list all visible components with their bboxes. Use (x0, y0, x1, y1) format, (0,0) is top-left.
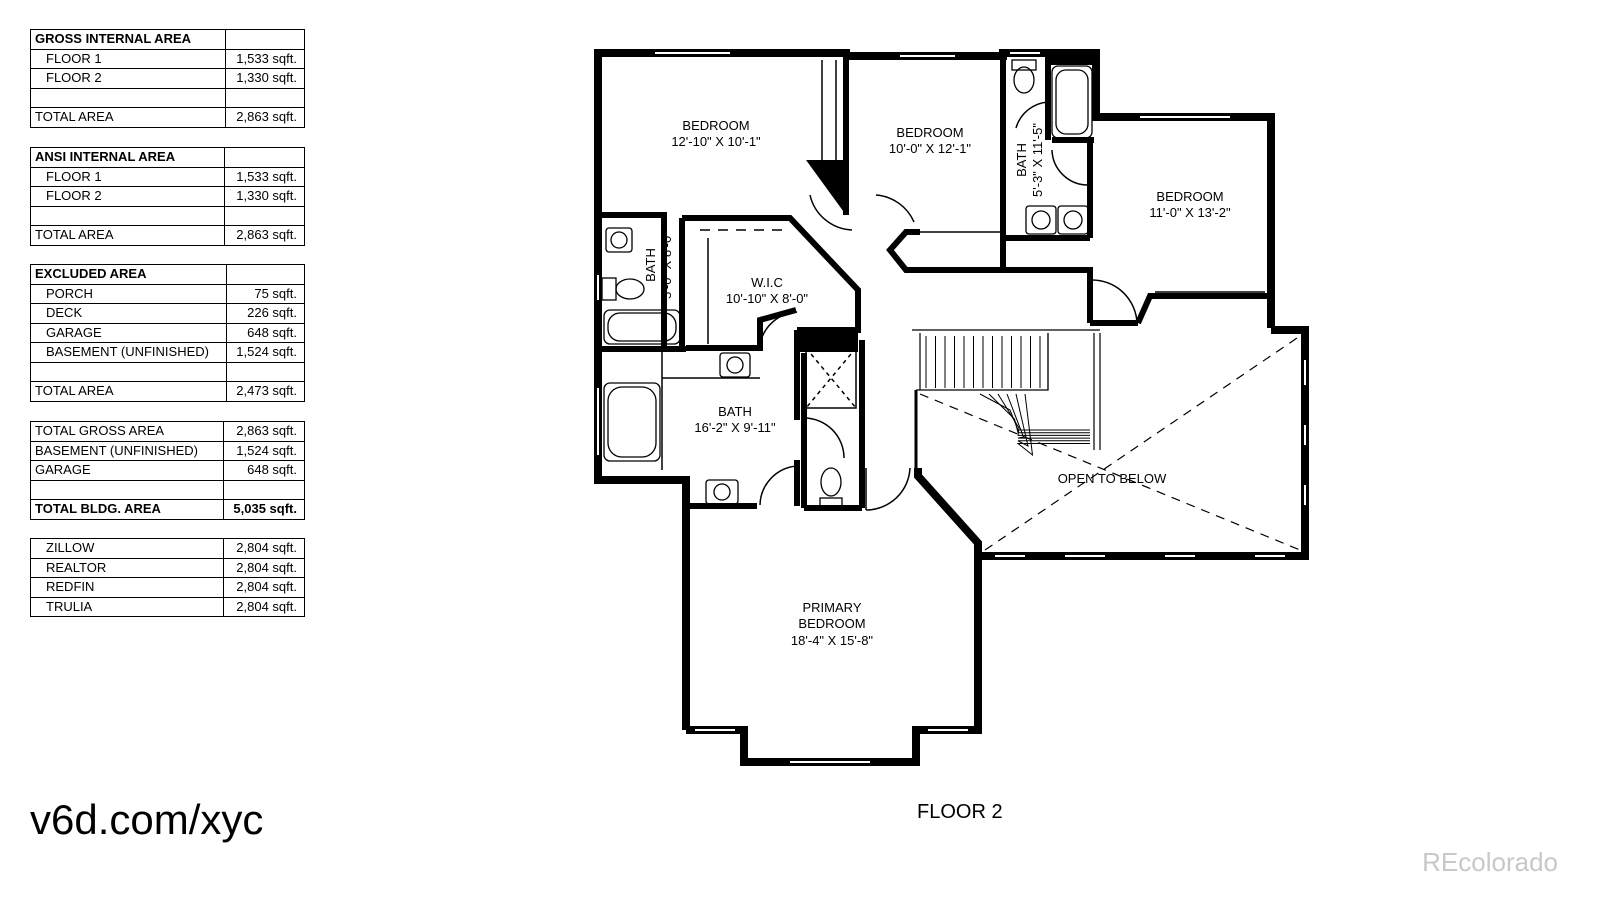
room-bedroom-nw-name: BEDROOM (682, 118, 749, 133)
exterior-wall-primary (686, 468, 982, 766)
area-label: TOTAL BLDG. AREA (30, 499, 224, 520)
area-value: 2,804 sqft. (222, 596, 306, 617)
watermark-logo: REcolorado (1422, 847, 1558, 877)
staircase (912, 329, 1101, 468)
table-row (30, 205, 306, 226)
area-label: TOTAL AREA (29, 381, 228, 402)
floor-label: FLOOR 2 (917, 801, 1003, 823)
sink-ne-a (1025, 205, 1057, 235)
area-label: TOTAL AREA (30, 107, 226, 128)
area-value: 2,863 sqft. (223, 225, 306, 246)
area-value: 75 sqft. (226, 283, 305, 304)
area-value: 2,804 sqft. (222, 557, 306, 578)
room-bedroom-e-name: BEDROOM (1156, 189, 1223, 204)
area-value: 1,524 sqft. (226, 342, 305, 363)
area-value: 2,863 sqft. (222, 421, 306, 442)
area-label: ANSI INTERNAL AREA (30, 147, 225, 168)
room-bath-main-dims: 16'-2" X 9'-11" (694, 420, 776, 435)
room-bedroom-e-dims: 11'-0" X 13'-2" (1149, 205, 1231, 220)
room-bedroom-nw-dims: 12'-10" X 10'-1" (671, 134, 761, 149)
room-bath-main-name: BATH (718, 404, 752, 419)
toilet-w-tank (601, 277, 617, 301)
room-bath-w-dims: 5'-0" X 8'-0" (659, 231, 674, 299)
room-bath-ne-name: BATH (1014, 143, 1029, 177)
room-bath-ne-dims: 5'-3" X 11'-5" (1030, 123, 1045, 197)
area-value: 1,533 sqft. (223, 166, 306, 187)
room-bedroom-n-dims: 10'-0" X 12'-1" (889, 141, 972, 156)
table-row: BASEMENT (UNFINISHED)1,524 sqft. (30, 440, 306, 461)
area-value: 5,035 sqft. (222, 499, 306, 520)
bathtub-main (603, 382, 661, 462)
area-value: 2,863 sqft. (224, 107, 306, 128)
toilet-w-bowl (615, 278, 645, 300)
area-label: FLOOR 1 (30, 166, 225, 187)
area-label: BASEMENT (UNFINISHED) (29, 342, 228, 363)
bathtub-west (603, 309, 681, 345)
room-primary-line1: PRIMARY (803, 600, 862, 615)
room-primary-dims: 18'-4" X 15'-8" (791, 633, 874, 648)
bathtub-ne (1051, 65, 1093, 139)
sink-main-a (719, 352, 751, 378)
room-wic-name: W.I.C (751, 275, 783, 290)
area-value: 648 sqft. (222, 460, 306, 481)
area-label: TRULIA (30, 596, 224, 617)
toilet-main-bowl (820, 467, 842, 497)
table-header-row: GROSS INTERNAL AREA (30, 29, 306, 50)
area-label: GARAGE (29, 322, 228, 343)
sink-ne-b (1057, 205, 1089, 235)
area-value: 226 sqft. (226, 303, 305, 324)
table-row: BASEMENT (UNFINISHED)1,524 sqft. (29, 342, 305, 363)
room-open-below-name: OPEN TO BELOW (1058, 471, 1167, 486)
room-bath-w-name: BATH (643, 248, 658, 282)
sink-w (605, 227, 633, 253)
toilet-main-tank (819, 497, 843, 507)
room-wic-dims: 10'-10" X 8'-0" (726, 291, 809, 306)
toilet-ne-tank (1011, 59, 1037, 71)
toilet-ne-bowl (1013, 66, 1035, 94)
room-primary-line2: BEDROOM (798, 616, 865, 631)
area-label: TOTAL GROSS AREA (30, 421, 224, 442)
sink-main-b (705, 479, 739, 505)
area-value: 2,473 sqft. (226, 381, 305, 402)
table-header-row: ANSI INTERNAL AREA (30, 147, 306, 168)
short-url: v6d.com/xyc (30, 796, 264, 843)
room-bedroom-n-name: BEDROOM (896, 125, 963, 140)
area-value: 1,330 sqft. (224, 68, 306, 89)
